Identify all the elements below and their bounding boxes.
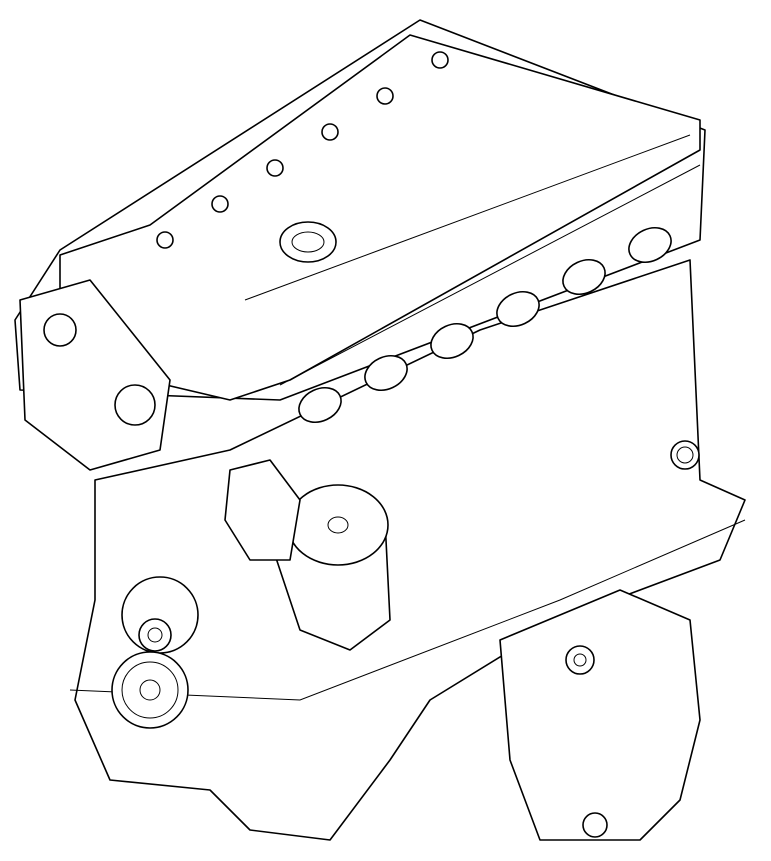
intake-port <box>496 290 540 328</box>
intake-port <box>562 258 606 296</box>
vanos-unit <box>43 313 77 347</box>
cam-cover-bolt <box>431 51 449 69</box>
intake-port <box>430 322 474 360</box>
valve-cover-edge-lower <box>279 164 701 386</box>
vanos-unit-2 <box>114 384 156 426</box>
oil-filler-cap <box>279 221 337 263</box>
cam-cover-bolt <box>156 231 174 249</box>
block-plug <box>670 440 700 470</box>
intake-ports <box>298 226 672 424</box>
oil-pan-plug-inner <box>573 653 587 667</box>
crankshaft-pulley <box>111 651 189 729</box>
alternator-bracket <box>224 459 301 561</box>
cam-cover-bolt <box>321 123 339 141</box>
oil-pan-drain <box>582 812 608 838</box>
oil-filter-housing <box>269 484 391 651</box>
intake-port <box>298 386 342 424</box>
intake-port <box>628 226 672 264</box>
intake-port <box>364 354 408 392</box>
cam-cover-bolt <box>376 87 394 105</box>
valve-cover-edge <box>244 134 691 301</box>
oil-pan-plug <box>565 645 595 675</box>
engine-block <box>74 259 746 841</box>
cam-cover-bolts <box>156 51 449 249</box>
block-plug-inner <box>676 446 694 464</box>
cam-cover-bolt <box>266 159 284 177</box>
oil-pan <box>499 589 701 841</box>
water-pump <box>121 576 199 654</box>
cam-cover-bolt <box>211 195 229 213</box>
